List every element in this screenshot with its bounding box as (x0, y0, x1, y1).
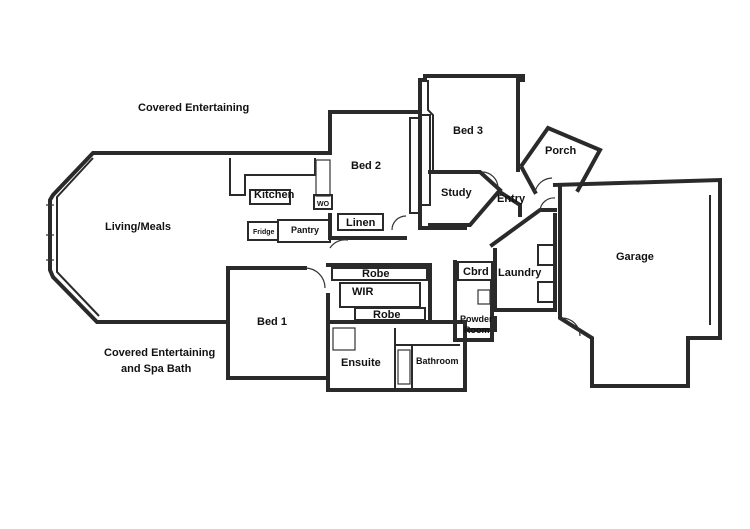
label-covered-spa-line1: Covered Entertaining (104, 347, 215, 359)
bed3-inner-wall (427, 80, 434, 170)
label-bed1: Bed 1 (257, 316, 287, 328)
label-ensuite: Ensuite (341, 357, 381, 369)
bathroom-bath (397, 349, 411, 385)
label-wir: WIR (352, 286, 373, 298)
powder-toilet (477, 289, 491, 305)
label-covered-entertaining-top: Covered Entertaining (138, 102, 249, 114)
label-powder-room-line2: Room (464, 325, 490, 335)
kitchen-hall-door-swing (329, 239, 349, 249)
label-kitchen: Kitchen (254, 189, 295, 201)
label-covered-spa-line2: and Spa Bath (121, 363, 192, 375)
laundry-machine (537, 281, 555, 303)
kitchen-island (249, 189, 291, 205)
label-powder-room-line1: Powder (460, 314, 493, 324)
powder-room-walls (453, 260, 494, 342)
label-entry: Entry (497, 193, 526, 205)
label-garage: Garage (616, 251, 654, 263)
label-bed3: Bed 3 (453, 125, 483, 137)
living-inner-wall-line (56, 157, 100, 317)
powder-bottom-wall (463, 316, 497, 332)
kitchen-bench (229, 158, 316, 196)
living-window-marks (46, 204, 54, 261)
bed2-bottom-wall (328, 213, 407, 240)
bed3-walls (418, 74, 525, 172)
garage-walls (552, 177, 722, 388)
ensuite-shower (332, 327, 356, 351)
cbrd-box (457, 261, 493, 281)
label-living-meals: Living/Meals (105, 221, 171, 233)
kitchen-wo (313, 194, 333, 210)
study-door-swing (481, 171, 499, 189)
robe-upper-box (331, 267, 428, 281)
laundry-walls (493, 213, 557, 312)
entry-wall (497, 189, 522, 217)
robe-lower-box (354, 307, 426, 321)
garage-door-swing (561, 317, 581, 337)
bed3-robe (419, 114, 431, 206)
label-linen: Linen (346, 217, 376, 229)
linen-box (337, 213, 384, 231)
living-meals-walls (48, 151, 332, 324)
laundry-tub (537, 244, 555, 266)
label-study: Study (441, 187, 472, 199)
label-laundry: Laundry (498, 267, 542, 279)
label-wo: WO (317, 201, 330, 208)
kitchen-cooktop (315, 159, 331, 197)
label-fridge: Fridge (253, 229, 274, 236)
label-pantry: Pantry (291, 225, 319, 235)
label-porch: Porch (545, 145, 576, 157)
label-robe-lower: Robe (373, 309, 401, 321)
wir-walls (326, 263, 432, 324)
label-bathroom: Bathroom (416, 356, 459, 366)
bed2-door-swing (391, 215, 407, 231)
label-bed2: Bed 2 (351, 160, 381, 172)
porch-walls (519, 125, 603, 195)
label-cbrd: Cbrd (463, 266, 489, 278)
bed1-door-swing (304, 267, 326, 289)
entry-diagonal-wall (489, 208, 557, 248)
bathroom-inner-walls (394, 328, 460, 388)
label-robe-upper: Robe (362, 268, 390, 280)
entry-door-swing (534, 177, 553, 193)
entry-door-to-garage (539, 197, 556, 211)
ensuite-walls (326, 320, 467, 392)
